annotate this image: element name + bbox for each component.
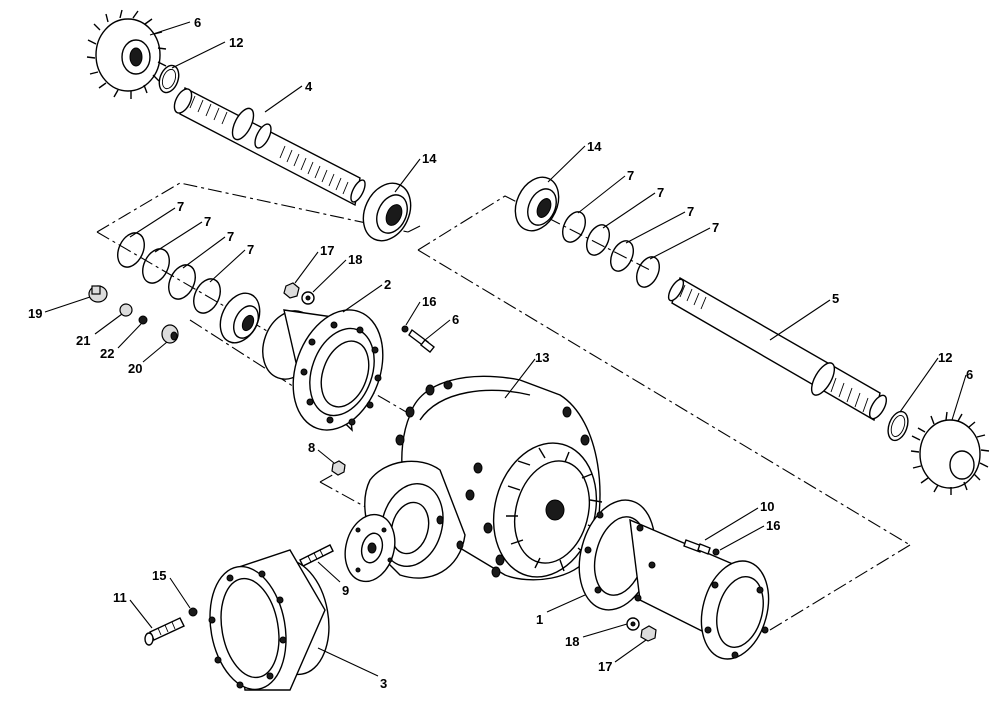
callout-14: 14 bbox=[422, 151, 437, 166]
snap-ring-top-left bbox=[158, 64, 180, 94]
callout-8: 8 bbox=[308, 440, 315, 455]
callout-18: 18 bbox=[565, 634, 579, 649]
bolt-lower-left bbox=[144, 607, 198, 646]
callout-17: 17 bbox=[320, 243, 334, 258]
callout-15: 15 bbox=[152, 568, 166, 583]
callout-9: 9 bbox=[342, 583, 349, 598]
axle-tube bbox=[578, 499, 770, 660]
callout-7: 7 bbox=[177, 199, 184, 214]
differential-housing bbox=[364, 375, 603, 581]
callout-20: 20 bbox=[128, 361, 142, 376]
callout-7: 7 bbox=[204, 214, 211, 229]
callout-5: 5 bbox=[832, 291, 839, 306]
callout-7: 7 bbox=[712, 220, 719, 235]
callout-7: 7 bbox=[247, 242, 254, 257]
callout-7: 7 bbox=[227, 229, 234, 244]
callout-7: 7 bbox=[687, 204, 694, 219]
small-fittings bbox=[88, 285, 179, 344]
shims-left bbox=[117, 232, 221, 314]
shims-right bbox=[561, 211, 661, 288]
brake-drum-ring bbox=[208, 549, 330, 691]
callout-4: 4 bbox=[305, 79, 313, 94]
nut-washer-bottom bbox=[626, 617, 657, 642]
bolt-upper bbox=[401, 325, 435, 353]
pinion-gear-top-left bbox=[86, 9, 167, 99]
callout-6: 6 bbox=[194, 15, 201, 30]
callout-labels: 6 12 4 14 14 7 7 7 7 7 7 7 7 17 18 2 16 … bbox=[28, 15, 973, 691]
nut-washer-top bbox=[283, 282, 315, 305]
nut-center bbox=[331, 460, 346, 476]
callout-1: 1 bbox=[536, 612, 543, 627]
callout-17: 17 bbox=[598, 659, 612, 674]
callout-13: 13 bbox=[535, 350, 549, 365]
bolt-right bbox=[683, 539, 720, 556]
callout-2: 2 bbox=[384, 277, 391, 292]
callout-18: 18 bbox=[348, 252, 362, 267]
callout-21: 21 bbox=[76, 333, 90, 348]
bearing-left bbox=[362, 182, 412, 242]
callout-14: 14 bbox=[587, 139, 602, 154]
axle-shaft-left bbox=[173, 86, 366, 207]
drive-flange bbox=[299, 513, 396, 583]
callout-12: 12 bbox=[229, 35, 243, 50]
callout-16: 16 bbox=[422, 294, 436, 309]
bearing-right bbox=[514, 176, 560, 232]
callout-7: 7 bbox=[627, 168, 634, 183]
leader-lines bbox=[44, 21, 967, 677]
snap-ring-right bbox=[887, 410, 909, 442]
bearing-cone bbox=[219, 292, 261, 344]
pinion-gear-right bbox=[910, 411, 990, 495]
assembly-boundary-lines bbox=[96, 182, 911, 631]
callout-16: 16 bbox=[766, 518, 780, 533]
wheel-hub bbox=[262, 309, 384, 432]
callout-11: 11 bbox=[113, 590, 127, 605]
callout-7: 7 bbox=[657, 185, 664, 200]
callout-6: 6 bbox=[452, 312, 459, 327]
callout-12: 12 bbox=[938, 350, 952, 365]
callout-22: 22 bbox=[100, 346, 114, 361]
callout-10: 10 bbox=[760, 499, 774, 514]
callout-19: 19 bbox=[28, 306, 42, 321]
callout-6: 6 bbox=[966, 367, 973, 382]
callout-3: 3 bbox=[380, 676, 387, 691]
axle-shaft-right bbox=[667, 276, 888, 422]
